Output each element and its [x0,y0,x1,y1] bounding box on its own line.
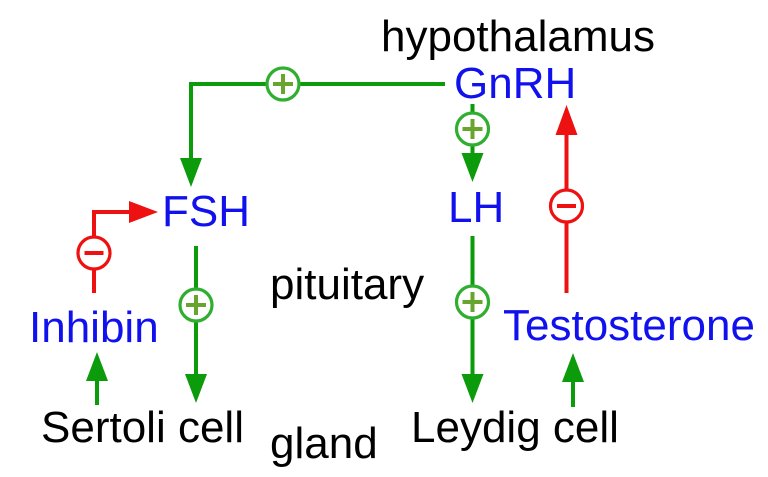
label-leydig-cell: Leydig cell [411,403,619,452]
label-pituitary-gland: pituitary gland [270,152,424,477]
label-gnrh: GnRH [454,59,577,108]
label-lh: LH [448,183,505,232]
edge-leydig-testosterone [562,353,584,407]
label-testosterone: Testosterone [503,301,755,350]
plus-icon-lh-leydig [454,284,491,320]
label-hypothalamus: hypothalamus [381,12,655,61]
edge-sertoli-inhibin [86,352,108,405]
edge-fsh-sertoli [185,246,207,403]
plus-icon-gnrh-lh [454,111,491,147]
plus-icon-gnrh-fsh [265,66,301,102]
plus-icon-fsh-sertoli [178,287,214,323]
label-pituitary-line1: pituitary [270,260,425,309]
edge-gnrh-fsh [180,82,445,187]
label-pituitary-line2: gland [270,419,378,468]
label-inhibin: Inhibin [29,303,159,352]
minus-icon-inhibin-fsh [76,235,112,271]
minus-icon-testosterone-gnrh [548,188,585,224]
label-fsh: FSH [162,187,250,236]
label-sertoli-cell: Sertoli cell [41,403,244,452]
